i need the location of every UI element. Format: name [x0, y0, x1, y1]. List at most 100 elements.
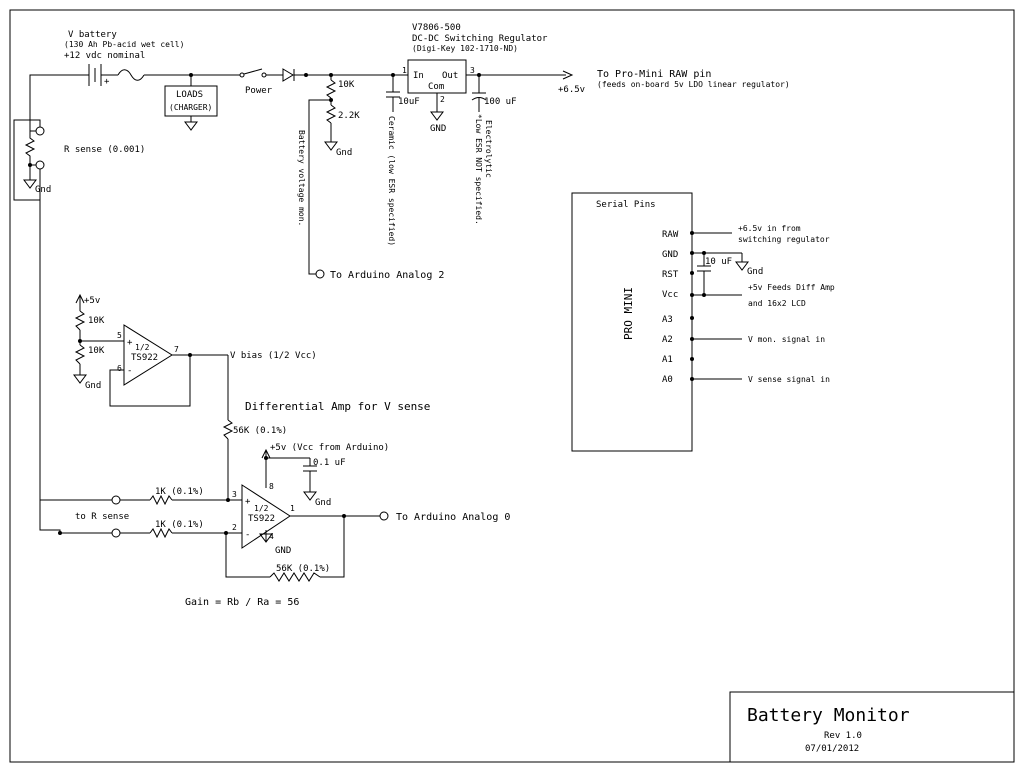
diff-supply-arrow-icon: [261, 448, 271, 459]
raw-output-label: To Pro-Mini RAW pin: [597, 69, 711, 80]
divider-r2-symbol: [325, 104, 337, 124]
regulator-pin1-num: 1: [402, 66, 407, 75]
input-capacitor-label: 10uF: [398, 97, 420, 107]
sense-line-low: [39, 169, 112, 534]
diff-pin1-num: 1: [290, 504, 295, 513]
raw-output-arrow-icon: [562, 70, 574, 80]
divider-ground-label: Gnd: [336, 148, 352, 158]
diff-amp-heading: Differential Amp for V sense: [245, 400, 430, 413]
diff-gain-label: Gain = Rb / Ra = 56: [185, 597, 299, 608]
divider-r1-symbol: [325, 79, 337, 99]
regulator-desc: DC-DC Switching Regulator: [412, 34, 548, 44]
input-capacitor-note: Ceramic (low ESR specified): [387, 116, 396, 246]
rsense-label: R sense (0.001): [64, 145, 145, 155]
divider-r1-label: 10K: [338, 80, 355, 90]
bias-opamp-triangle: [123, 324, 173, 386]
divider-vertical-label: Battery voltage mon.: [297, 130, 306, 226]
pro-mini-ground-icon: [735, 261, 749, 271]
title-block-frame: [729, 691, 1014, 762]
bias-r-bot-symbol: [74, 344, 86, 365]
pro-mini-pin-a0: A0: [662, 375, 673, 385]
diff-pin8-num: 8: [269, 482, 274, 491]
bias-pin7-num: 7: [174, 345, 179, 354]
diff-opamp-ground-icon: [259, 533, 273, 543]
output-capacitor-label: 100 uF: [484, 97, 517, 107]
diff-pin4-num: 4: [269, 532, 274, 541]
diff-r-fb-symbol: [269, 572, 321, 582]
loads-title: LOADS: [176, 90, 203, 100]
pro-mini-ground-label: Gnd: [747, 267, 763, 277]
pro-mini-vcc-note1: +5v Feeds Diff Amp: [748, 283, 835, 292]
pro-mini-vcc-note2: and 16x2 LCD: [748, 299, 806, 308]
bias-r-bot-label: 10K: [88, 346, 105, 356]
regulator-pin-out: Out: [442, 71, 458, 81]
regulator-ground-icon: [430, 111, 444, 121]
power-switch-terminal-b: [261, 72, 267, 78]
power-switch-label: Power: [245, 86, 273, 96]
sense-line-high: [13, 119, 112, 501]
regulator-ground-label: GND: [430, 124, 446, 134]
power-switch-lever: [243, 68, 263, 75]
diff-half-label: 1/2: [254, 504, 269, 513]
bias-half-label: 1/2: [135, 343, 150, 352]
battery-negative-wire: [29, 74, 89, 131]
diff-input-terminal-high: [111, 495, 121, 505]
bias-ground-label: Gnd: [85, 381, 101, 391]
pro-mini-box: [571, 192, 693, 452]
rsense-ground-label: Gnd: [35, 185, 51, 195]
divider-tap-wire: [308, 99, 331, 275]
title-block-date: 07/01/2012: [805, 744, 859, 754]
pro-mini-pin-a2: A2: [662, 335, 673, 345]
bias-output-label: V bias (1/2 Vcc): [230, 351, 317, 361]
battery-symbol: [88, 64, 102, 86]
raw-output-voltage: +6.5v: [558, 85, 585, 95]
diff-r-in1-symbol: [149, 494, 173, 506]
diff-r-in2-label: 1K (0.1%): [155, 520, 204, 530]
pro-mini-pin-a1: A1: [662, 355, 673, 365]
pro-mini-a2-note: V mon. signal in: [748, 335, 825, 344]
rsense-top-terminal: [35, 126, 45, 136]
pro-mini-raw-note2: switching regulator: [738, 235, 830, 244]
diff-supply-label: +5v (Vcc from Arduino): [270, 443, 389, 453]
diff-to-analog0: To Arduino Analog 0: [396, 512, 510, 523]
regulator-pin2-num: 2: [440, 95, 445, 104]
bias-r-top-label: 10K: [88, 316, 105, 326]
diff-r-bias-symbol: [222, 419, 234, 440]
diff-bypass-ground-icon: [303, 491, 317, 501]
regulator-pin3-num: 3: [470, 66, 475, 75]
diff-plus-mark: +: [245, 497, 251, 507]
bias-part-label: TS922: [131, 353, 158, 363]
diff-pin2-num: 2: [232, 523, 237, 532]
fuse-symbol: [117, 69, 145, 81]
bias-r-top-symbol: [74, 310, 86, 331]
bias-ground-icon: [73, 374, 87, 384]
power-switch-terminal-a: [239, 72, 245, 78]
pro-mini-header: Serial Pins: [596, 200, 656, 210]
diff-pin3-num: 3: [232, 490, 237, 499]
regulator-pin-com: Com: [428, 82, 444, 92]
title-block-rev: Rev 1.0: [824, 731, 862, 741]
diff-bypass-ground-label: Gnd: [315, 498, 331, 508]
regulator-pin-in: In: [413, 71, 424, 81]
bias-pin5-num: 5: [117, 331, 122, 340]
bias-pin6-num: 6: [117, 364, 122, 373]
loads-sub: (CHARGER): [169, 103, 212, 112]
pro-mini-pin-rst: RST: [662, 270, 679, 280]
pro-mini-a0-note: V sense signal in: [748, 375, 830, 384]
divider-to-analog2: To Arduino Analog 2: [330, 270, 444, 281]
pro-mini-pin-vcc: Vcc: [662, 290, 678, 300]
bias-plus-mark: +: [127, 338, 133, 348]
sense-to-label: to R sense: [75, 512, 129, 522]
rsense-bottom-terminal: [35, 160, 45, 170]
pro-mini-pin-gnd: GND: [662, 250, 678, 260]
regulator-part: V7806-500: [412, 23, 461, 33]
divider-ground-icon: [324, 141, 338, 151]
rsense-symbol: [24, 131, 36, 165]
title-block-title: Battery Monitor: [747, 705, 910, 726]
diff-r-in1-label: 1K (0.1%): [155, 487, 204, 497]
drawing-border: [9, 9, 1015, 763]
battery-nominal: +12 vdc nominal: [64, 51, 145, 61]
pro-mini-pin-a3: A3: [662, 315, 673, 325]
diff-input-terminal-low: [111, 528, 121, 538]
diff-opamp-ground-label: GND: [275, 546, 291, 556]
